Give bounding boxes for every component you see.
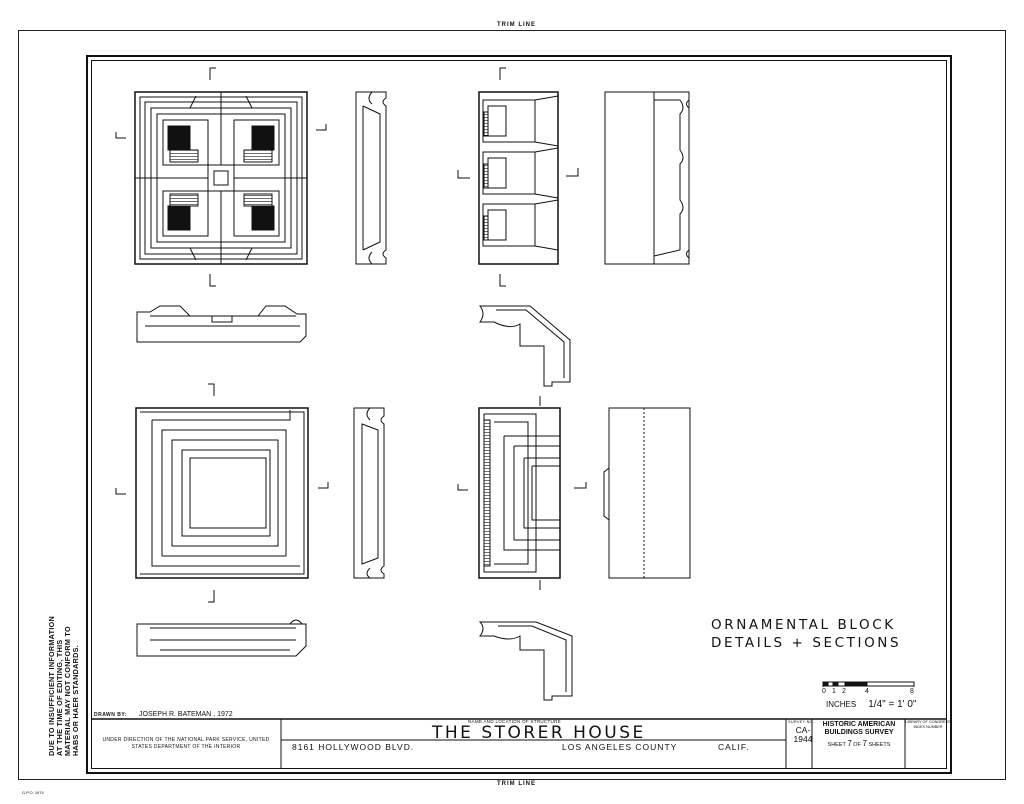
drawn-by: DRAWN BY: JOSEPH R. BATEMAN , 1972 (94, 711, 233, 718)
direction-note: UNDER DIRECTION OF THE NATIONAL PARK SER… (102, 737, 270, 750)
drawing-border (86, 55, 952, 774)
survey-number-prefix: CA- (795, 725, 811, 735)
ornamental-block-face-plan (134, 91, 308, 265)
block-corner-section-2 (478, 621, 573, 701)
structure-name: THE STORER HOUSE (432, 723, 646, 743)
survey-label: SURVEY NO. (788, 720, 815, 724)
sheet-number: SHEET 7 OF 7 SHEETS (812, 739, 906, 748)
plate-title-line-1: ORNAMENTAL BLOCK (711, 617, 896, 633)
sheet-frame (18, 30, 1006, 780)
drawn-by-label: DRAWN BY: (94, 712, 128, 718)
survey-number-value: 1944 (793, 734, 813, 744)
block-corner-section-1 (479, 305, 571, 387)
structure-name-label: NAME AND LOCATION OF STRUCTURE (468, 719, 561, 724)
of-word: OF (853, 742, 861, 748)
agency-name: HISTORIC AMERICAN BUILDINGS SURVEY (812, 721, 906, 737)
scale-tick: 1 (832, 688, 836, 695)
editorial-note: DUE TO INSUFFICIENT INFORMATION AT THE T… (47, 615, 80, 756)
structure-address: 8161 HOLLYWOOD BLVD. (292, 742, 415, 752)
corner-block-elevation (478, 396, 561, 590)
drawn-by-name: JOSEPH R. BATEMAN , 1972 (139, 711, 233, 718)
scale-tick: 4 (865, 688, 869, 695)
block-bottom-section-1 (136, 305, 307, 343)
structure-county: LOS ANGELES COUNTY (562, 742, 678, 752)
ornamental-block-stacked-elevation (478, 91, 559, 265)
plate-title-line-2: DETAILS + SECTIONS (711, 635, 902, 651)
sheet-word: SHEET (827, 742, 846, 748)
printer-mark: G.P.O. 1974 (22, 790, 44, 795)
agency-line-1: HISTORIC AMERICAN (822, 721, 896, 728)
drawing-inner-border (91, 60, 947, 769)
block-side-section-1 (355, 91, 387, 265)
title-block-frame (91, 718, 947, 769)
block-bottom-section-3 (136, 619, 307, 657)
structure-state: CALIF. (718, 742, 750, 752)
block-side-section-4 (603, 407, 691, 579)
sheet-current: 7 (847, 739, 852, 748)
plate-title: ORNAMENTAL BLOCK DETAILS + SECTIONS (711, 616, 901, 652)
sheet-total: 7 (862, 739, 867, 748)
plain-block-face-plan (135, 407, 309, 579)
scale-tick: 8 (910, 688, 914, 695)
survey-number: CA- 1944 (790, 726, 816, 744)
agency-line-2: BUILDINGS SURVEY (824, 729, 894, 736)
trim-line-top: TRIM LINE (497, 22, 536, 28)
sheets-word: SHEETS (868, 742, 891, 748)
scale-ratio: 1/4" = 1' 0" (868, 699, 917, 710)
trim-line-bottom: TRIM LINE (497, 781, 536, 787)
scale-label: INCHES 1/4" = 1' 0" (826, 699, 916, 710)
section-arrow (209, 67, 216, 80)
block-side-section-3 (353, 407, 385, 579)
scale-tick: 0 (822, 688, 826, 695)
scale-tick: 2 (842, 688, 846, 695)
scale-units: INCHES (826, 700, 857, 709)
block-side-section-2 (604, 91, 690, 265)
graphic-scale-bar (822, 681, 915, 687)
library-index-note: LIBRARY OF CONGRESS INDEX NUMBER (905, 720, 951, 729)
